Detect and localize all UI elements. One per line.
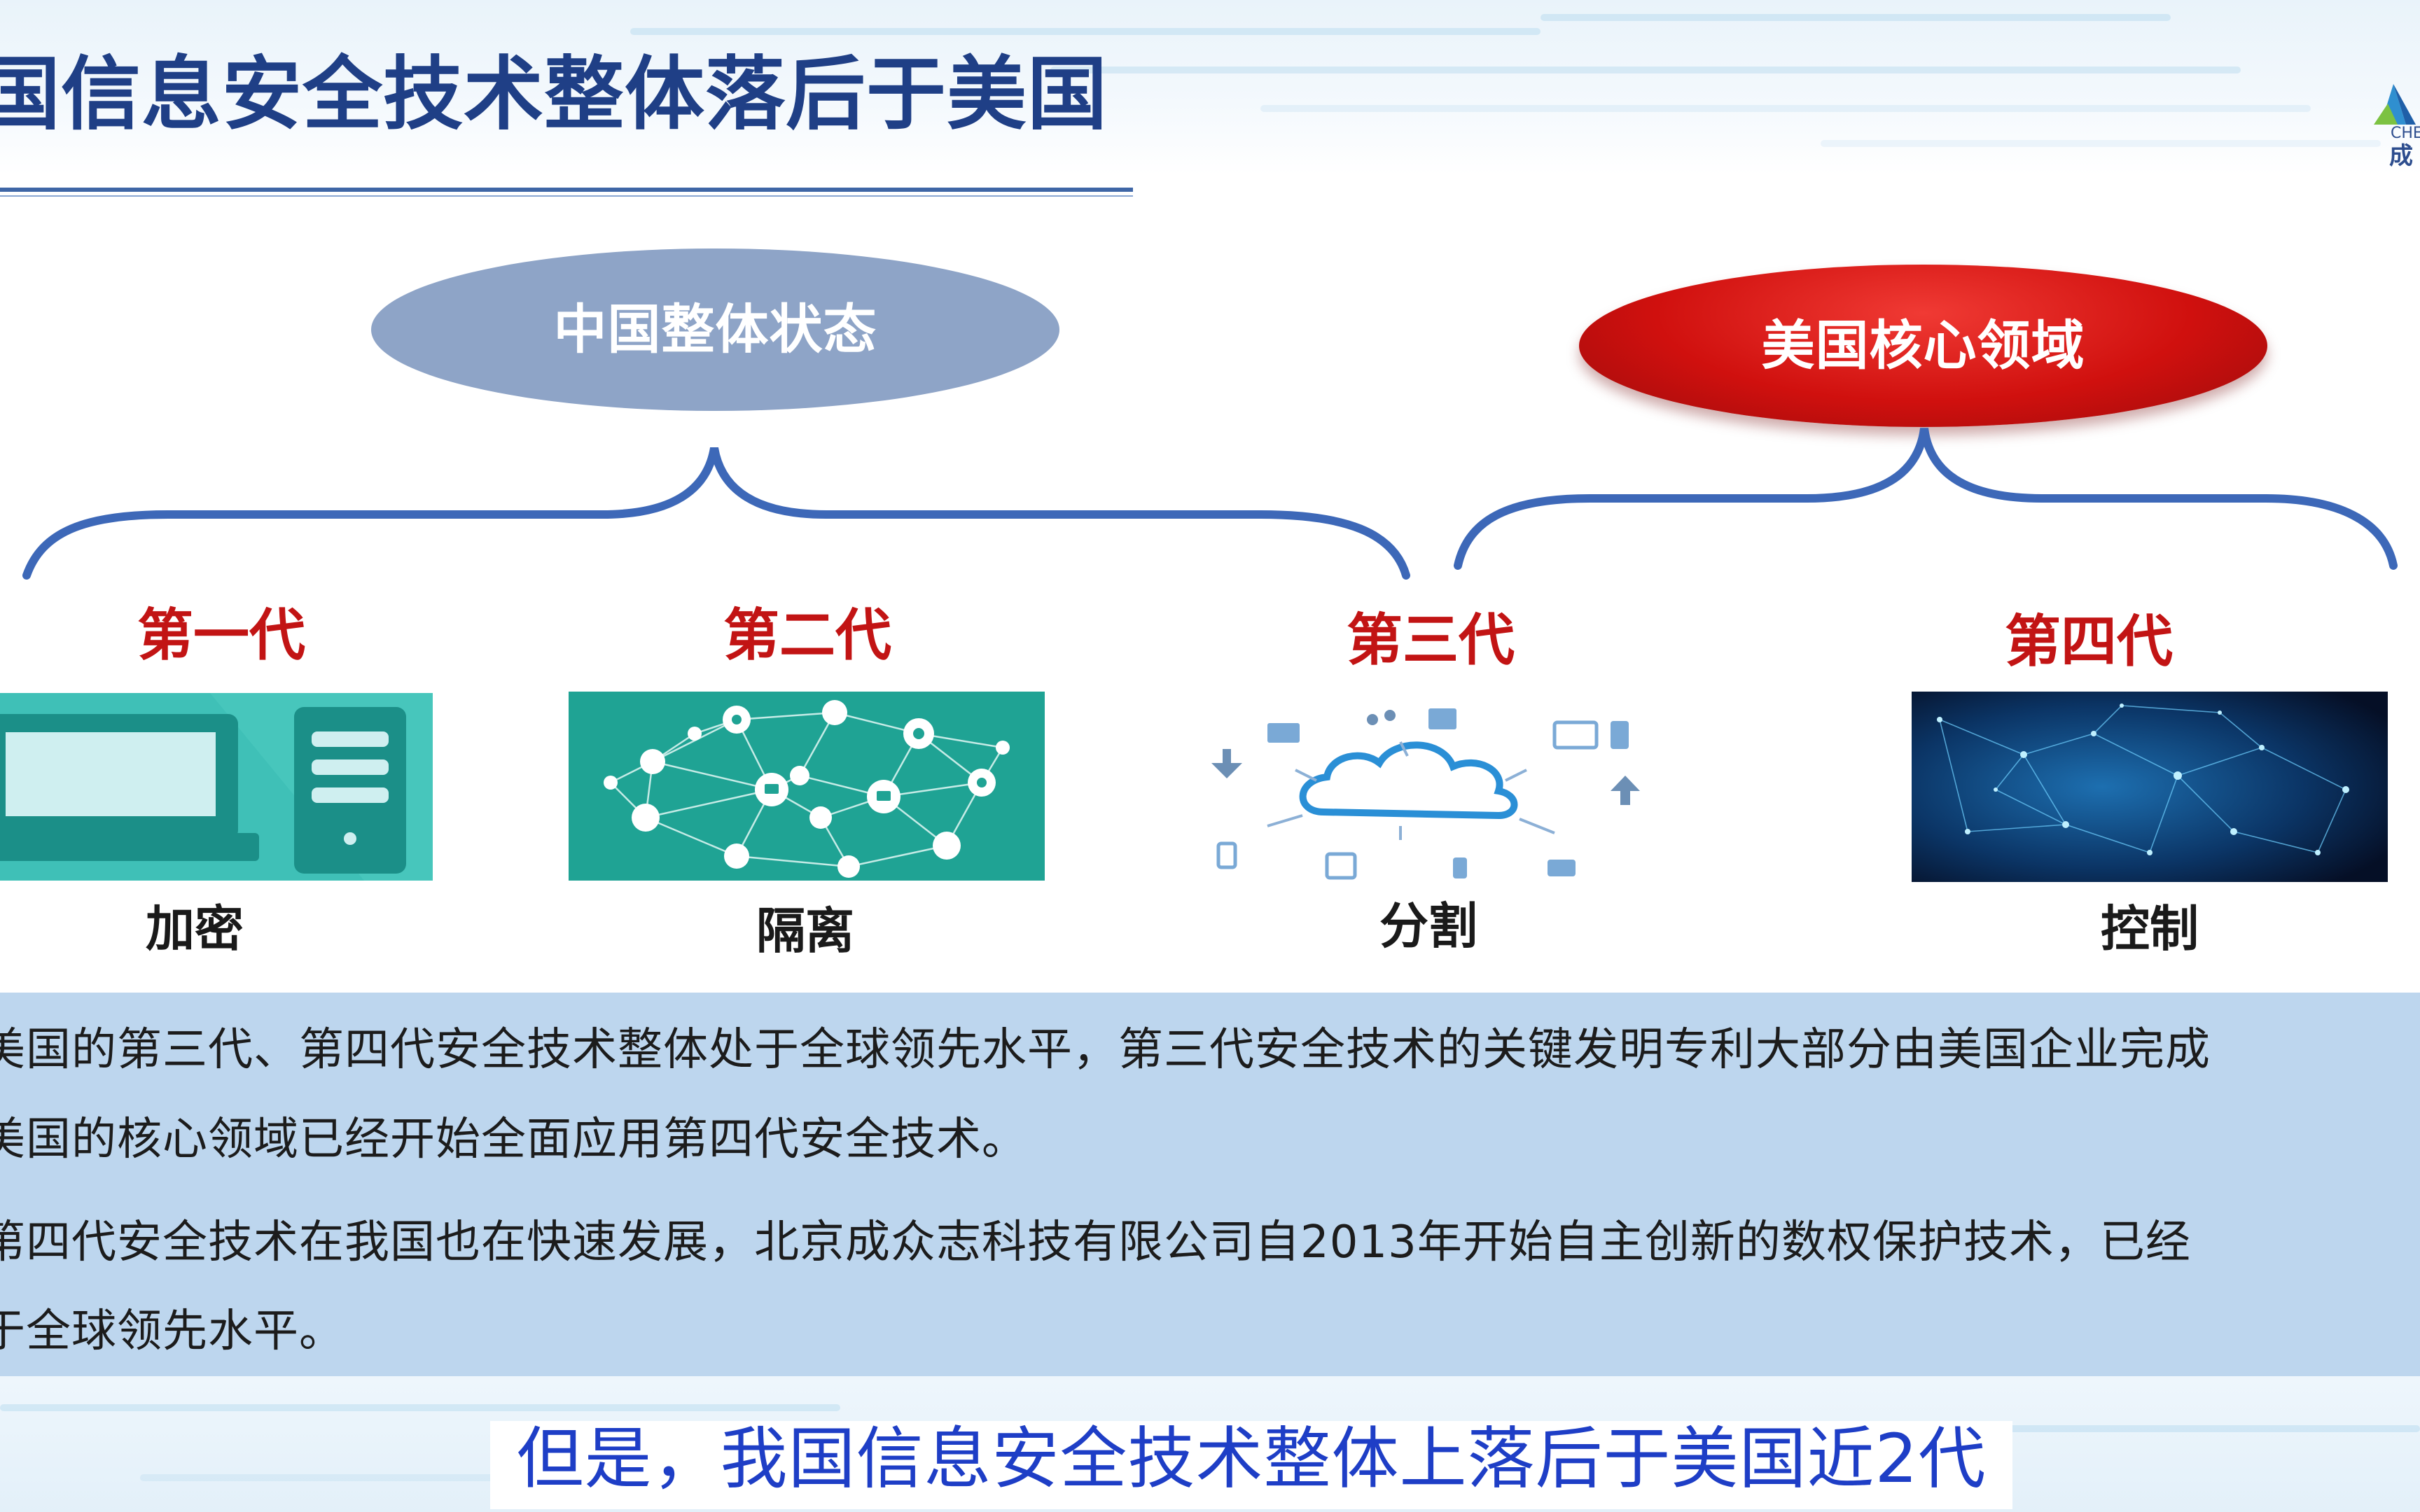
title-rule-thin	[0, 195, 1133, 197]
network-icon	[569, 692, 1045, 881]
china-brace	[22, 447, 1410, 580]
cloud-icon	[1190, 686, 1667, 889]
gen1-label: 第一代	[137, 603, 305, 668]
gen2-caption: 隔离	[756, 902, 854, 960]
panel-line: 第四代安全技术在我国也在快速发展，北京成众志科技有限公司自2013年开始自主创新…	[0, 1217, 2191, 1268]
gen4-image	[1912, 692, 2388, 882]
usa-brace	[1454, 428, 2398, 570]
usa-core-label: 美国核心领域	[1761, 314, 2085, 377]
gen1-caption: 加密	[146, 900, 244, 958]
logo-text: CHE	[2391, 125, 2420, 142]
computer-icon	[0, 693, 433, 881]
title-rule	[0, 188, 1133, 192]
gen2-image	[569, 692, 1045, 881]
gen3-image	[1190, 686, 1667, 889]
gen4-label: 第四代	[2005, 609, 2173, 674]
china-status-oval: 中国整体状态	[371, 248, 1059, 411]
gen3-label: 第三代	[1347, 608, 1515, 673]
china-status-label: 中国整体状态	[553, 298, 877, 360]
gen3-caption: 分割	[1379, 897, 1477, 955]
gen1-image	[0, 693, 433, 881]
slide-title: 国信息安全技术整体落后于美国	[0, 48, 1108, 141]
info-panel: 美国的第三代、第四代安全技术整体处于全球领先水平，第三代安全技术的关键发明专利大…	[0, 993, 2420, 1376]
video-subtitle: 但是，我国信息安全技术整体上落后于美国近2代	[516, 1420, 1987, 1498]
subtitle-box	[490, 1421, 2012, 1509]
panel-line: 美国的第三代、第四代安全技术整体处于全球领先水平，第三代安全技术的关键发明专利大…	[0, 1024, 2211, 1076]
gen4-caption: 控制	[2101, 900, 2199, 958]
logo-cn-text: 成	[2389, 142, 2413, 170]
panel-line: 于全球领先水平。	[0, 1306, 345, 1357]
digital-network-icon	[1912, 692, 2388, 882]
company-logo-icon	[2374, 84, 2416, 125]
panel-line: 美国的核心领域已经开始全面应用第四代安全技术。	[0, 1114, 1027, 1166]
usa-core-oval: 美国核心领域	[1579, 265, 2267, 427]
header-band	[0, 0, 2420, 175]
gen2-label: 第二代	[723, 603, 891, 668]
